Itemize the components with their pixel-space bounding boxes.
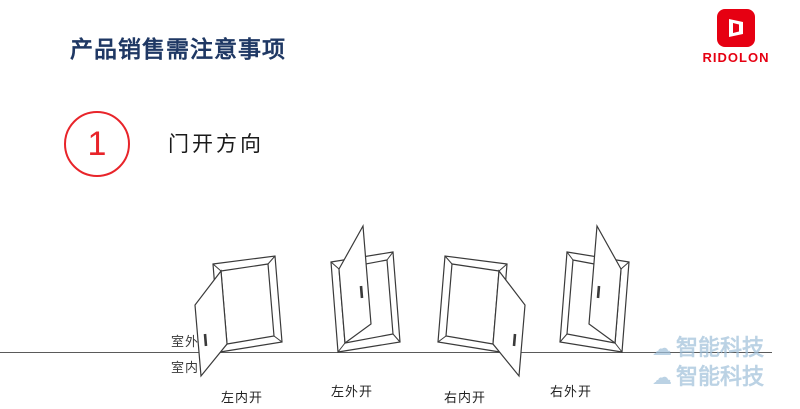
watermark-text: 智能科技 [676, 364, 765, 389]
door-label-left-inward: 左内开 [221, 390, 264, 405]
section-title: 门开方向 [168, 133, 264, 156]
brand-name: RIDOLON [702, 50, 770, 65]
door-diagram-left-outward [305, 222, 415, 382]
door-panel [195, 271, 227, 376]
door-diagram-right-inward [425, 252, 535, 409]
door-diagram-left-inward [185, 252, 295, 409]
inside-label: 室内 [171, 360, 200, 375]
door-panel [493, 271, 525, 376]
brand-logo-icon [696, 8, 776, 48]
outside-label: 室外 [171, 334, 200, 349]
door-frame-inner [221, 264, 274, 344]
door-handle [598, 286, 599, 298]
watermark-cloud-icon: ☁ [652, 367, 672, 389]
door-handle [361, 286, 362, 298]
watermark: ☁智能科技 ☁智能科技 [652, 334, 764, 392]
door-panel [339, 226, 371, 343]
door-frame-inner [446, 264, 499, 344]
door-label-left-outward: 左外开 [331, 384, 374, 399]
door-label-right-inward: 右内开 [444, 390, 487, 405]
watermark-text: 智能科技 [676, 335, 765, 360]
door-handle [205, 334, 206, 346]
page-title: 产品销售需注意事项 [70, 36, 286, 62]
door-panel [589, 226, 621, 343]
watermark-cloud-icon: ☁ [652, 338, 672, 360]
section-number: 1 [87, 125, 107, 163]
section-number-badge: 1 [64, 111, 130, 177]
door-diagram-right-outward [545, 222, 655, 382]
door-label-right-outward: 右外开 [550, 384, 593, 399]
brand-logo: RIDOLON [696, 8, 776, 65]
wall-line [0, 352, 772, 353]
door-handle [514, 334, 515, 346]
